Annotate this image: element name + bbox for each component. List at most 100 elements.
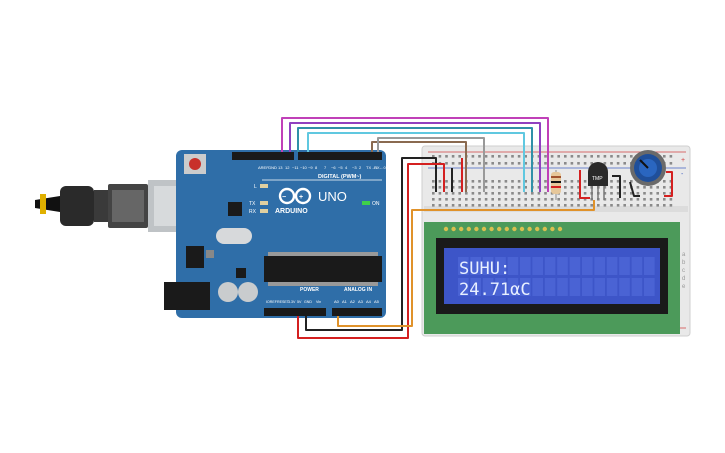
breadboard-hole xyxy=(663,180,666,183)
row-label-c: c xyxy=(682,268,685,274)
breadboard-hole xyxy=(491,198,494,201)
breadboard-hole xyxy=(517,186,521,189)
lcd-cell xyxy=(507,278,519,296)
lcd-cell xyxy=(495,257,506,275)
pin-label-13: 13 xyxy=(278,165,283,170)
wire-brown[interactable] xyxy=(371,141,467,192)
wire-gray[interactable] xyxy=(377,137,485,192)
breadboard-hole xyxy=(623,192,626,195)
breadboard-hole xyxy=(570,198,574,201)
wire-red-4[interactable] xyxy=(664,171,673,197)
breadboard-hole xyxy=(669,162,673,165)
voltage-regulator xyxy=(186,246,204,268)
breadboard-hole xyxy=(498,198,501,201)
breadboard-hole xyxy=(537,198,541,201)
breadboard-hole xyxy=(564,192,567,195)
breadboard-hole xyxy=(504,192,508,195)
breadboard-hole xyxy=(577,198,580,201)
lcd-cell xyxy=(644,278,655,296)
breadboard-hole xyxy=(583,198,587,201)
arduino-logo: − + xyxy=(278,187,312,205)
breadboard-hole xyxy=(636,198,640,201)
wire-orange[interactable] xyxy=(337,200,595,327)
breadboard-hole xyxy=(610,155,613,158)
breadboard-hole xyxy=(550,204,554,207)
breadboard-hole xyxy=(663,155,666,158)
arduino-model-label: UNO xyxy=(318,189,347,204)
breadboard-hole xyxy=(445,155,448,158)
breadboard-hole xyxy=(491,192,494,195)
breadboard-hole xyxy=(643,204,646,207)
wire-teal[interactable] xyxy=(297,127,533,192)
breadboard-hole xyxy=(465,198,468,201)
wire-magenta[interactable] xyxy=(281,117,549,192)
breadboard-hole xyxy=(663,186,666,189)
breadboard-hole xyxy=(504,204,508,207)
breadboard-hole xyxy=(484,192,488,195)
usb-plug-body xyxy=(60,186,94,226)
header-top-right xyxy=(298,152,382,160)
lcd-pin xyxy=(519,226,525,232)
rail-minus-label: - xyxy=(681,171,684,178)
breadboard-hole xyxy=(610,192,613,195)
breadboard-hole xyxy=(564,155,567,158)
wire-cyan[interactable] xyxy=(307,132,525,192)
rail-plus-label: + xyxy=(681,157,685,164)
breadboard-hole xyxy=(550,155,554,158)
arduino-uno-board[interactable]: AREF GND 13 12 ~11 ~10 ~9 8 7 ~6 ~5 4 ~3… xyxy=(164,150,387,318)
temperature-sensor[interactable]: TMP xyxy=(588,162,608,200)
breadboard-hole xyxy=(524,204,527,207)
breadboard-hole xyxy=(649,204,653,207)
lcd-cell xyxy=(507,257,519,275)
breadboard-hole xyxy=(471,186,475,189)
breadboard-hole xyxy=(484,204,488,207)
breadboard-hole xyxy=(564,162,567,165)
breadboard-hole xyxy=(583,186,587,189)
lcd-cell xyxy=(495,278,506,296)
breadboard-hole xyxy=(511,162,514,165)
breadboard-hole xyxy=(445,180,448,183)
breadboard-hole xyxy=(445,186,448,189)
lcd-cell xyxy=(606,257,618,275)
breadboard-hole xyxy=(583,180,587,183)
wire-red-1[interactable] xyxy=(297,163,445,339)
wire-red-3[interactable] xyxy=(579,170,590,199)
potentiometer[interactable] xyxy=(630,150,666,186)
pin-label-reset: RESET xyxy=(277,300,290,304)
breadboard-hole xyxy=(458,155,461,158)
breadboard-hole xyxy=(504,198,508,201)
wire-black-3[interactable] xyxy=(612,175,621,198)
breadboard-hole xyxy=(616,162,620,165)
lcd-cell xyxy=(482,257,494,275)
pin-label-a1: A1 xyxy=(342,299,348,304)
breadboard-hole xyxy=(610,186,613,189)
pin-label-tx: TX→1 xyxy=(366,165,378,170)
pin-label-ioref: IOREF xyxy=(266,300,278,304)
resistor[interactable] xyxy=(551,170,561,200)
lcd-cell xyxy=(631,278,643,296)
usb-chip xyxy=(228,202,242,216)
lcd-cell xyxy=(520,278,531,296)
breadboard-hole xyxy=(471,192,475,195)
breadboard-hole xyxy=(616,198,620,201)
breadboard-hole xyxy=(438,192,442,195)
breadboard-hole xyxy=(484,180,488,183)
lcd-module[interactable]: SUHU: 24.71αC xyxy=(424,222,680,334)
breadboard-hole xyxy=(511,180,514,183)
breadboard-hole xyxy=(583,192,587,195)
breadboard-hole xyxy=(570,155,574,158)
wire-black-4[interactable] xyxy=(629,181,640,197)
wires[interactable] xyxy=(281,117,673,339)
wire-purple[interactable] xyxy=(289,122,541,192)
breadboard-hole xyxy=(550,162,554,165)
breadboard-hole xyxy=(471,162,475,165)
breadboard-hole xyxy=(537,204,541,207)
pin-label-12: 12 xyxy=(285,165,290,170)
lcd-pin xyxy=(443,226,449,232)
usb-cable-tip xyxy=(40,194,46,214)
breadboard-hole xyxy=(537,162,541,165)
breadboard-hole xyxy=(623,186,626,189)
breadboard-hole xyxy=(557,198,560,201)
lcd-cell xyxy=(594,257,605,275)
